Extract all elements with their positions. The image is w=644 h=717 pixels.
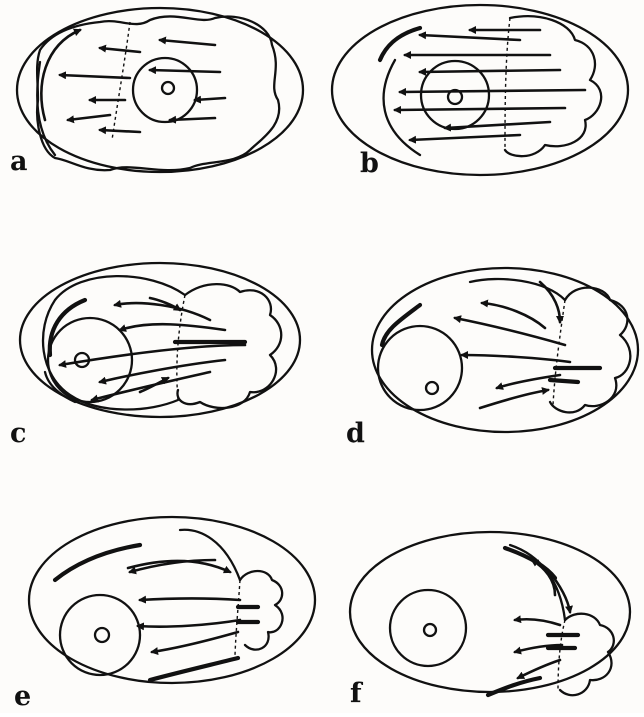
panel-e-arrow (152, 632, 238, 652)
panel-e-outer-arc (55, 545, 140, 580)
panel-d-arrow (455, 318, 565, 345)
panel-b-arrow (420, 70, 560, 72)
panel-a-arrow (100, 48, 140, 52)
panel-c-arrow (115, 303, 210, 320)
panel-e-nucleolus (95, 628, 109, 642)
panel-c-arrow (120, 324, 225, 330)
panel-e-arrow (138, 620, 240, 627)
panel-b-arrow (410, 135, 520, 140)
panel-c-inner-envelope (43, 276, 185, 409)
panel-a-nucleus (133, 58, 197, 122)
panel-f-nucleolus (424, 624, 436, 636)
panel-d-drawing (372, 268, 638, 432)
panel-a-cloud-mass (37, 16, 279, 170)
panel-a-arrow (160, 40, 215, 45)
panel-d-top-arc (470, 279, 565, 300)
panel-c-arrow (140, 378, 168, 392)
panel-label-b: b (360, 150, 379, 177)
panel-a-arrow (170, 118, 215, 120)
panel-a-arrow (195, 98, 225, 100)
panel-a-arrow (60, 75, 130, 78)
panel-f-arrow (515, 619, 560, 625)
panel-label-a: a (10, 148, 28, 175)
panel-label-c: c (10, 420, 26, 447)
panel-a-nucleolus (162, 82, 174, 94)
panel-b-arrow (400, 90, 585, 92)
panel-a-dashed-boundary (112, 22, 130, 140)
panel-label-d: d (346, 420, 365, 447)
panel-f-drawing (350, 532, 630, 695)
panel-a-arrow (68, 115, 110, 120)
panel-a-drawing (17, 8, 303, 172)
panel-d-arrow (540, 282, 560, 322)
panel-label-f: f (350, 680, 362, 707)
panel-a-arrow (150, 70, 220, 72)
panel-f-nucleus (390, 590, 466, 666)
panel-b-dashed-boundary (505, 18, 510, 150)
panel-d-nucleolus (426, 382, 438, 394)
panel-f-lower-arc (488, 678, 540, 695)
panel-e-egg-outline (29, 517, 315, 683)
panel-b-arrow (445, 122, 550, 128)
panel-a-inner-fold (37, 62, 55, 155)
panel-c-inner-arc-left (50, 300, 85, 355)
panel-f-arrow (518, 660, 560, 678)
panel-e-cloud-mass (240, 571, 283, 650)
panel-c-arrow (100, 360, 225, 382)
panel-d-arrow (462, 355, 570, 362)
panel-f-egg-outline (350, 532, 630, 692)
panel-e-drawing (29, 517, 315, 683)
panel-d-egg-outline (372, 268, 638, 432)
panel-e-arrow (140, 599, 240, 601)
panel-b-arrow (395, 108, 565, 110)
panel-d-nucleus (378, 326, 462, 410)
panel-e-dashed-boundary (235, 580, 240, 655)
panel-a-arrow (100, 130, 140, 132)
panel-d-arrow (482, 303, 545, 328)
panel-d-arrow (480, 390, 548, 408)
panel-c-drawing (20, 263, 300, 417)
panel-d-spindle-bar (550, 380, 578, 382)
panel-label-e: e (14, 683, 31, 710)
panel-f-cloud-mass (560, 614, 614, 696)
panel-e-nucleus (60, 595, 140, 675)
panel-e-arrow (130, 560, 215, 572)
panel-b-arrow (420, 35, 520, 40)
